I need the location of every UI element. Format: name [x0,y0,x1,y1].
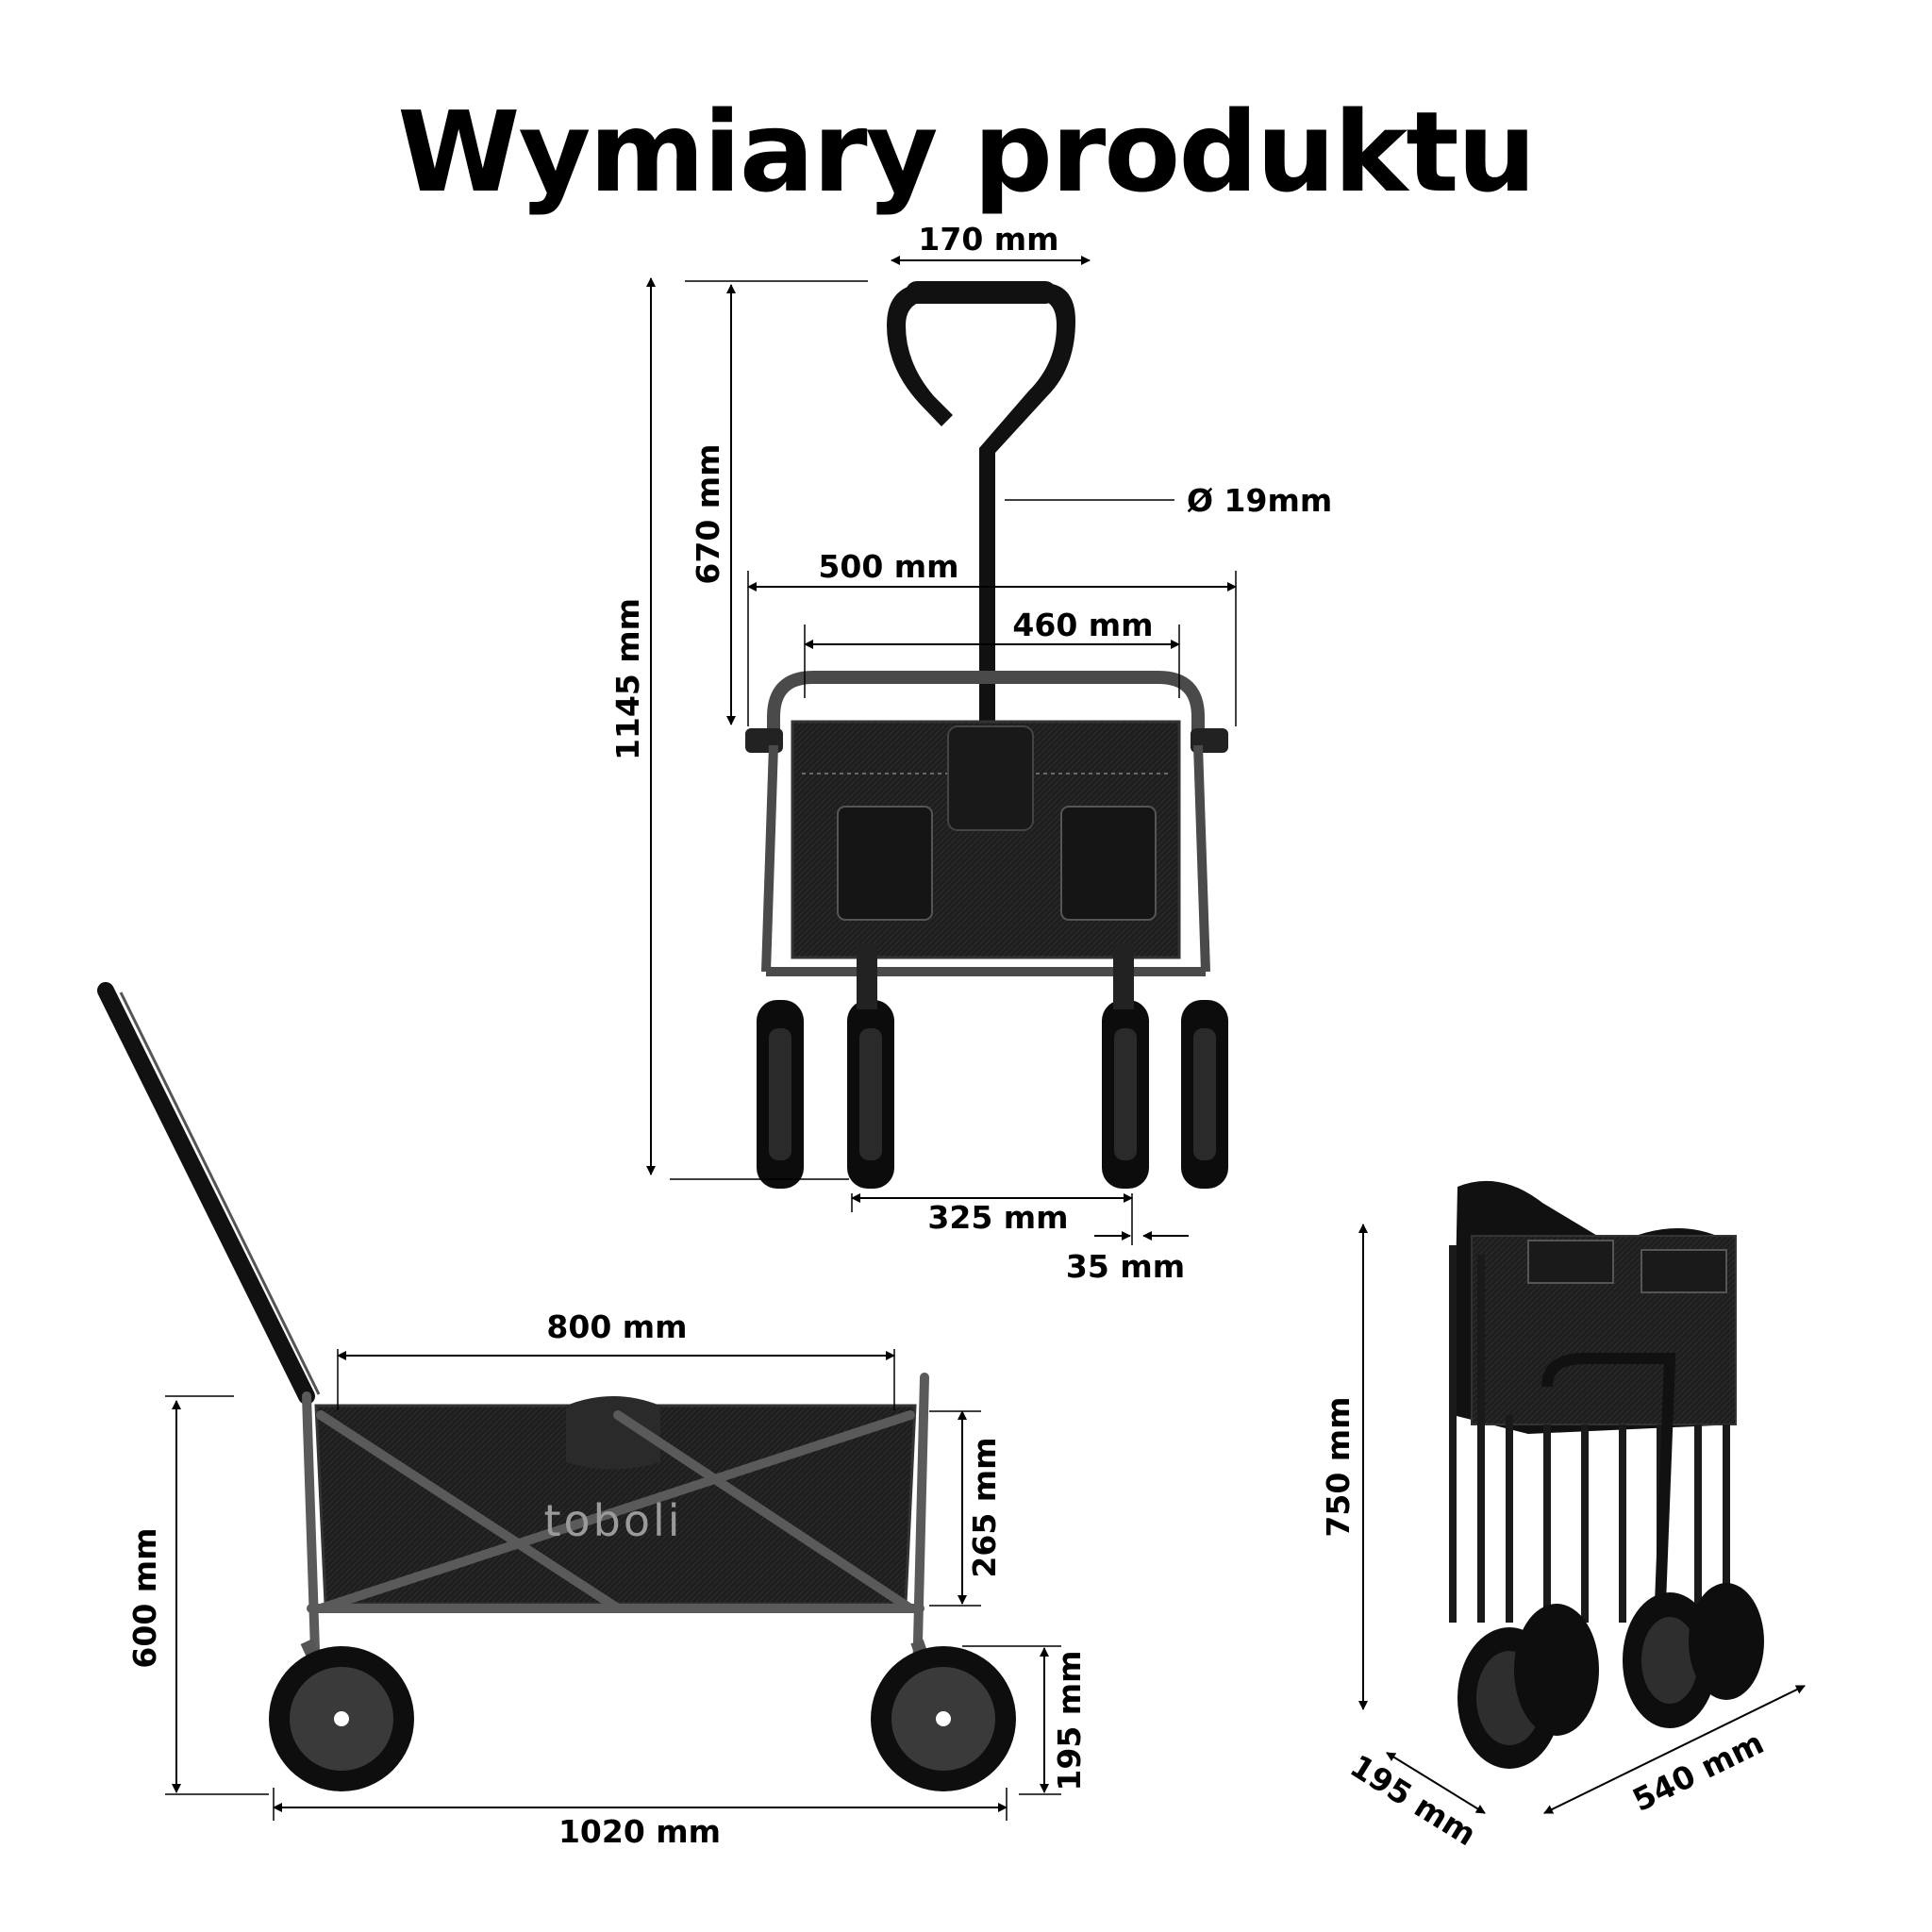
wheel-diameter-label: 195 mm [1051,1650,1088,1790]
wheel-spacing-label: 325 mm [927,1199,1068,1236]
folded-view-dimensions [1358,1224,1806,1814]
wheel-width-label: 35 mm [1066,1248,1185,1285]
side-view-wagon: toboli [97,982,1016,1791]
folded-height-label: 750 mm [1320,1396,1357,1537]
side-wheel-rear [269,1639,414,1791]
front-view-wagon [745,281,1228,1189]
side-height-label: 600 mm [126,1527,163,1668]
handle-height-label: 670 mm [690,443,726,584]
total-length-label: 1020 mm [558,1813,721,1850]
front-wheel-left-inner [847,943,894,1189]
handle-diameter-label: Ø 19mm [1187,482,1332,519]
front-wheel-right-inner [1102,943,1149,1189]
folded-wheel-right [1623,1583,1764,1728]
total-height-label: 1145 mm [609,598,646,760]
basket-depth-label: 265 mm [966,1437,1003,1577]
folded-depth-label: 195 mm [1344,1747,1483,1853]
inner-width-label: 460 mm [1012,607,1153,643]
front-view-dimensions [646,256,1237,1245]
side-view-dimensions [165,1349,1061,1821]
handle-width-label: 170 mm [918,221,1058,258]
front-wheel-right-outer [1181,1000,1228,1189]
side-wheel-front [871,1639,1016,1791]
folded-wheel-left [1457,1604,1599,1769]
folded-view-wagon [1449,1180,1764,1769]
bed-length-label: 800 mm [546,1308,687,1345]
brand-logo: toboli [543,1495,682,1546]
front-wheel-left-outer [757,1000,804,1189]
page-title: Wymiary produktu [397,87,1536,217]
outer-width-label: 500 mm [818,548,958,585]
